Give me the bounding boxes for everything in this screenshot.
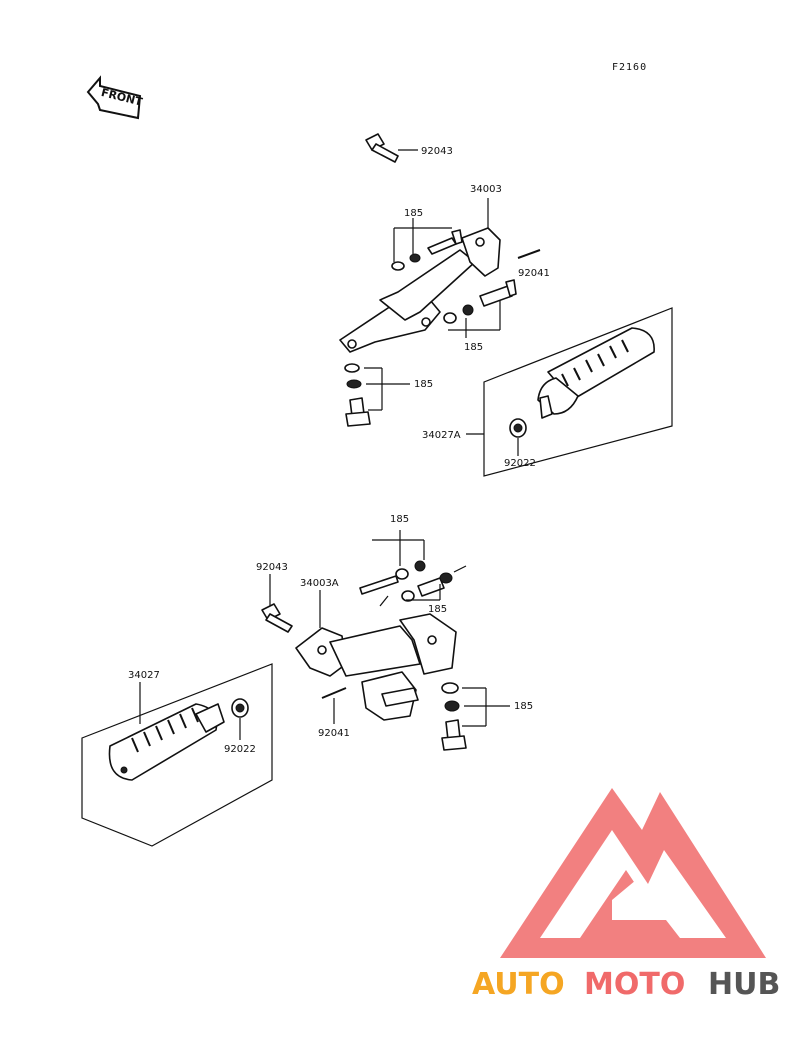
callout-92041-lower: 92041 — [318, 728, 350, 739]
brand-auto: AUTO — [472, 967, 565, 1002]
callout-185-lower-b: 185 — [428, 604, 447, 615]
upper-washers-185-a-icon — [391, 218, 463, 271]
upper-bracket-34003-icon — [339, 198, 501, 353]
lower-pin-92041-icon — [321, 687, 347, 724]
brand-moto: MOTO — [584, 967, 685, 1002]
lower-washers-185-a-icon — [359, 530, 426, 595]
lower-footpeg-34027-icon — [81, 663, 273, 847]
lower-bolt-92043-icon — [261, 574, 293, 633]
callout-92043-lower: 92043 — [256, 562, 288, 573]
callout-92043-upper: 92043 — [421, 146, 453, 157]
lower-washer-92022-icon — [231, 698, 249, 740]
callout-34027: 34027 — [128, 670, 160, 681]
upper-washers-185-b-icon — [443, 279, 517, 338]
lower-washers-185-b-icon — [401, 565, 467, 602]
callout-92022-lower: 92022 — [224, 744, 256, 755]
callout-34003A: 34003A — [300, 578, 339, 589]
callout-185-upper-b: 185 — [464, 342, 483, 353]
callout-34003: 34003 — [470, 184, 502, 195]
callout-185-lower-c: 185 — [514, 701, 533, 712]
callout-185-upper-a: 185 — [404, 208, 423, 219]
upper-footpeg-34027A-icon — [466, 307, 673, 477]
callout-185-upper-c: 185 — [414, 379, 433, 390]
upper-washer-92022-icon — [509, 418, 527, 456]
callout-92041-upper: 92041 — [518, 268, 550, 279]
diagram-code: F2160 — [612, 62, 647, 73]
upper-pin-92041-icon — [517, 249, 541, 259]
callout-34027A: 34027A — [422, 430, 461, 441]
automotohub-logo — [500, 788, 766, 958]
automotohub-wordmark: AUTO MOTO HUB — [472, 967, 780, 1002]
upper-washers-185-c-icon — [344, 363, 410, 427]
callout-92022-upper: 92022 — [504, 458, 536, 469]
front-arrow-icon: FRONT — [86, 75, 144, 120]
brand-hub: HUB — [708, 967, 780, 1002]
lower-bracket-34003A-icon — [295, 590, 457, 721]
lower-washers-185-c-icon — [441, 682, 510, 751]
callout-185-lower-a: 185 — [390, 514, 409, 525]
upper-bolt-92043-icon — [365, 133, 418, 163]
